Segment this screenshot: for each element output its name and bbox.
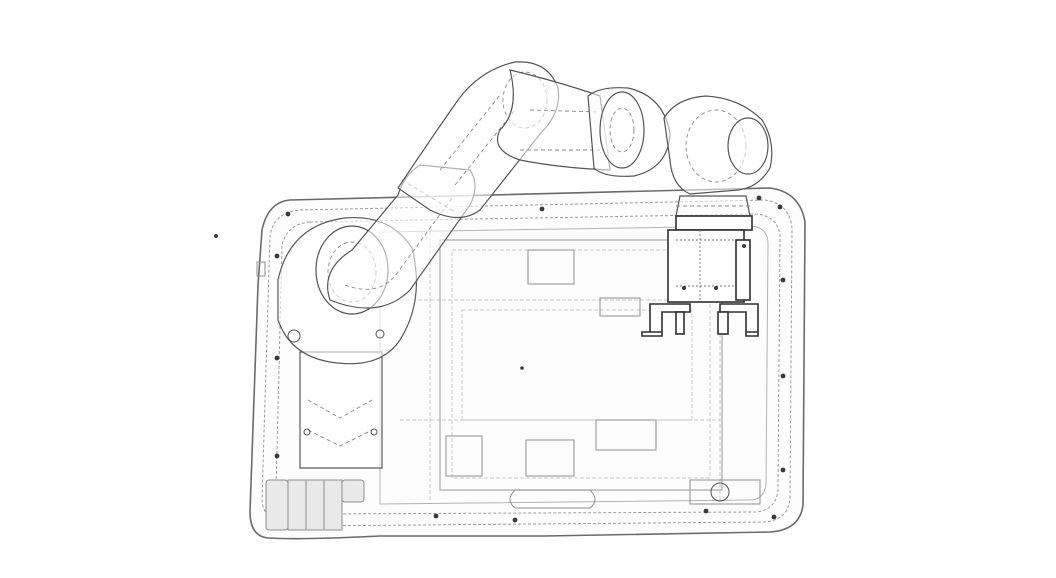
base-bottom-module (509, 489, 596, 509)
arm-base-column (299, 351, 383, 469)
bolt (539, 206, 545, 212)
arm-shoulder-bolt (287, 329, 301, 343)
arm-wrist-1-face-inner (609, 107, 635, 153)
bolt (780, 373, 786, 379)
base-connector-1 (527, 249, 575, 285)
gripper-bolt (682, 286, 686, 290)
arm-shoulder-bolt-small (375, 329, 385, 339)
base-rail-mid (379, 225, 769, 505)
arm-wrist-1-face (599, 91, 645, 169)
battery-cap (341, 479, 365, 503)
gripper-mount (675, 215, 753, 231)
arm-link-2 (496, 69, 611, 171)
bolt (285, 211, 291, 217)
gripper-finger-inner-right (717, 311, 729, 335)
bolt (780, 467, 786, 473)
bolt (771, 514, 777, 520)
base-wheel-right-housing (689, 479, 761, 505)
base-rail-outer (261, 199, 793, 527)
gripper-bolt (742, 244, 746, 248)
bolt (214, 234, 218, 238)
base-inner-panel-detail (451, 249, 711, 479)
arm-base-bolt (303, 428, 311, 436)
gripper-icon (641, 215, 759, 337)
base-connector-4 (595, 419, 657, 451)
battery-icon (265, 479, 365, 531)
base-connector-5 (599, 297, 641, 317)
bolt (433, 513, 439, 519)
bolt (512, 517, 518, 523)
bolt (274, 355, 280, 361)
bolt (777, 204, 783, 210)
bolt (274, 453, 280, 459)
robot-arm-icon (277, 61, 773, 469)
base-connector-2 (525, 439, 575, 477)
battery-cell-2 (287, 479, 307, 531)
gripper-side-module (735, 239, 751, 301)
battery-cell-1 (265, 479, 289, 531)
base-panel-window (461, 309, 693, 421)
arm-base-bolt (370, 428, 378, 436)
battery-cell-3 (305, 479, 325, 531)
arm-link-2-hidden (520, 109, 601, 151)
base-side-port (256, 261, 266, 277)
battery-cell-4 (323, 479, 343, 531)
gripper-body-detail (676, 230, 736, 302)
gripper-finger-inner-left (675, 311, 685, 335)
arm-elbow-hidden-2 (439, 94, 516, 186)
bolt (703, 508, 709, 514)
arm-base-column-chevron (307, 399, 373, 447)
bolt (274, 253, 280, 259)
base-wheel-right (710, 482, 730, 502)
bolt (756, 195, 762, 201)
base-connector-3 (445, 435, 483, 477)
base-rail-inner (275, 213, 781, 515)
bolt (520, 366, 524, 370)
gripper-bolt (714, 286, 718, 290)
gripper-body (667, 229, 745, 303)
arm-wrist-2-cap (727, 117, 769, 175)
bolt (780, 277, 786, 283)
